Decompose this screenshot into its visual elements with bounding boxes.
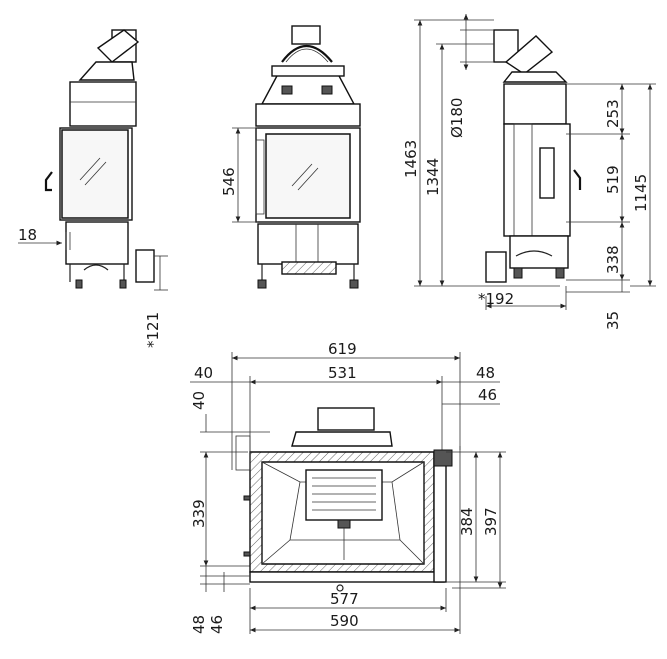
flue-elbow [96,29,140,63]
dim-40-left: 40 [190,391,208,410]
dim-338: 338 [604,245,622,274]
dim-339: 339 [190,499,208,528]
base-box [65,221,129,265]
flue-pipe-center [291,25,321,45]
dim-546: 546 [220,167,238,196]
dim-384: 384 [458,507,476,536]
base-center [257,223,359,265]
side-glass-plan [433,451,447,583]
side-window [539,147,555,199]
dim-48-bottom: 48 [190,615,208,634]
grate [305,469,383,521]
flue-arch [281,45,333,63]
hood-center [260,73,356,105]
hood-body [69,81,137,127]
dim-35: 35 [604,311,622,330]
dim-192: *192 [478,290,514,308]
dim-48-top: 48 [476,364,495,382]
dim-577: 577 [330,590,359,608]
top-view: 619 531 40 48 46 40 339 [190,340,506,634]
dim-1344: 1344 [424,158,442,196]
dim-46-bottom: 46 [208,615,226,634]
dim-590: 590 [330,612,359,630]
dim-397: 397 [482,507,500,536]
dim-180: Ø180 [448,98,466,138]
flue-elbow-side [504,35,554,75]
side-body [503,123,571,237]
dim-619: 619 [328,340,357,358]
dim-121: *121 [144,312,162,348]
dim-1463: 1463 [402,140,420,178]
side-view-right: 1463 1344 Ø180 253 519 1145 338 35 [402,14,656,330]
dim-531: 531 [328,364,357,382]
door-glass-center [265,133,351,219]
front-view-left: 18 *121 [18,29,168,348]
front-glass-plan [249,571,445,583]
dim-519: 519 [604,165,622,194]
dim-253: 253 [604,99,622,128]
hood-top [78,61,135,81]
dim-18: 18 [18,226,37,244]
dim-40-top: 40 [194,364,213,382]
dim-1145: 1145 [632,174,650,212]
front-view-center: 546 [220,25,361,289]
door-handle [44,171,53,192]
dim-46-top: 46 [478,386,497,404]
